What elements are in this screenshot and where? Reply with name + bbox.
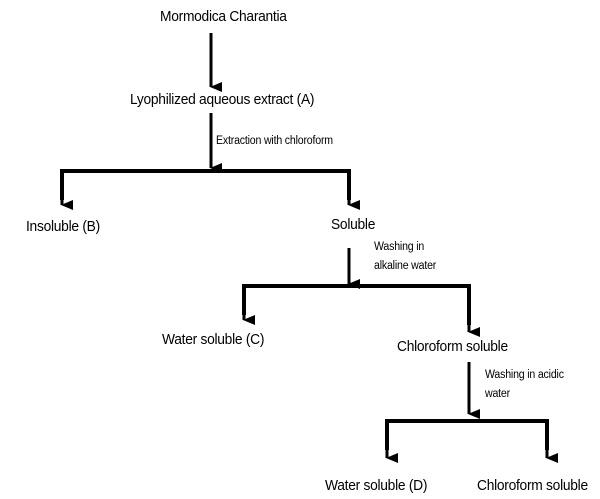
node-water-soluble-c: Water soluble (C) (162, 331, 265, 348)
split-bracket-3 (385, 419, 549, 450)
split-bracket-2 (242, 284, 471, 325)
node-extract-a: Lyophilized aqueous extract (A) (130, 91, 315, 108)
step-extraction-label: Extraction with chloroform (216, 135, 333, 147)
step-alkaline-label-1: Washing in (374, 241, 425, 253)
node-soluble: Soluble (331, 216, 376, 233)
step-alkaline-label-2: alkaline water (374, 260, 437, 272)
node-root: Mormodica Charantia (160, 8, 287, 25)
node-water-soluble-d: Water soluble (D) (325, 477, 428, 494)
node-chloroform-soluble-2: Chloroform soluble (477, 477, 588, 494)
node-chloroform-soluble-1: Chloroform soluble (397, 338, 508, 355)
step-acidic-label-1: Washing in acidic (485, 369, 564, 381)
split-bracket-1 (60, 169, 351, 200)
node-insoluble-b: Insoluble (B) (26, 218, 100, 235)
step-acidic-label-2: water (485, 388, 510, 400)
